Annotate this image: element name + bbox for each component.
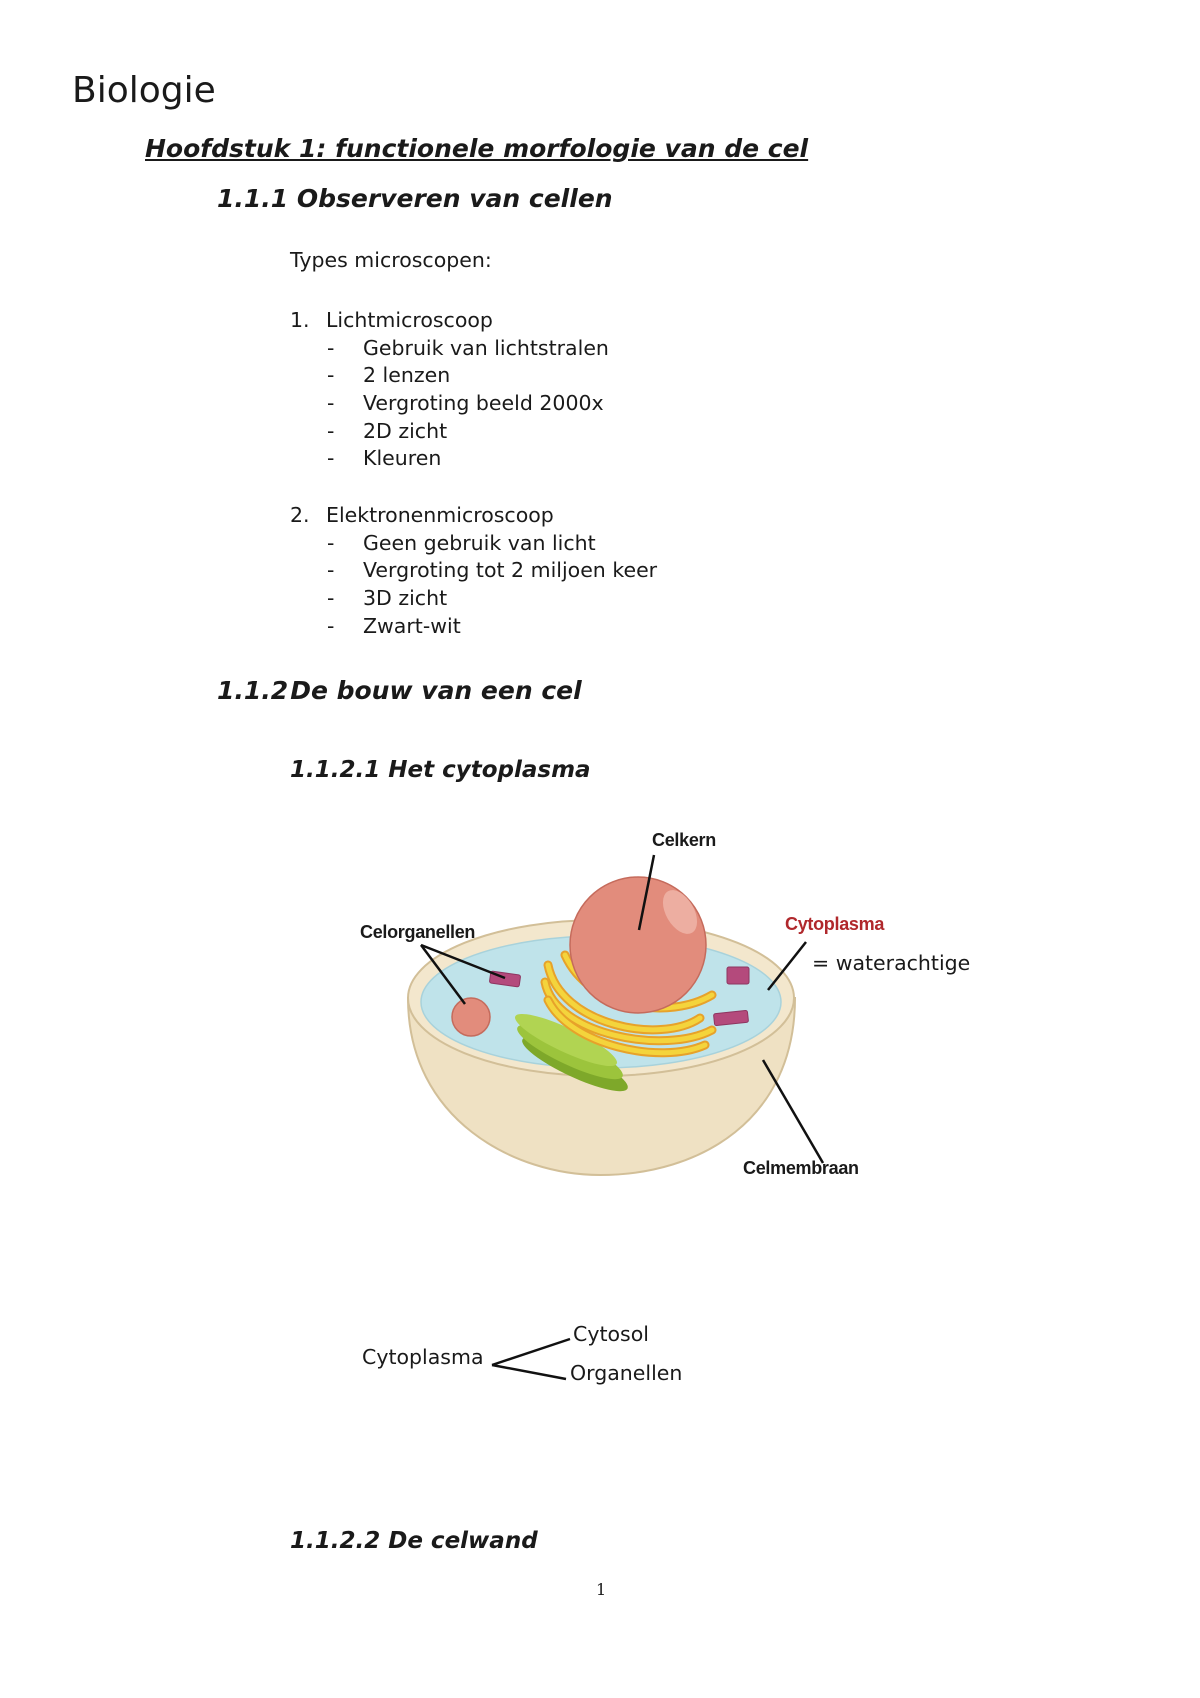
section-heading-bouw: 1.1.2De bouw van een cel	[217, 676, 582, 705]
branch-child-organellen: Organellen	[570, 1361, 683, 1385]
branch-root-cytoplasma: Cytoplasma	[362, 1345, 484, 1369]
label-celkern: Celkern	[652, 830, 716, 850]
subsection-heading-cytoplasma: 1.1.2.1 Het cytoplasma	[290, 757, 591, 783]
subsection-heading-celwand: 1.1.2.2 De celwand	[290, 1528, 538, 1554]
chloroplast-shape	[514, 1013, 628, 1092]
annotation-waterachtige: = waterachtige	[812, 951, 971, 975]
page-number: 1	[596, 1580, 607, 1599]
label-celorganellen: Celorganellen	[360, 922, 476, 942]
document-title: Biologie	[72, 70, 216, 111]
label-leader-lines	[419, 854, 825, 1381]
branch-child-cytosol: Cytosol	[573, 1322, 649, 1346]
label-celmembraan: Celmembraan	[743, 1158, 859, 1178]
microscope-types-intro: Types microscopen:	[290, 248, 492, 272]
label-cytoplasma: Cytoplasma	[785, 914, 885, 934]
chapter-heading: Hoofdstuk 1: functionele morfologie van …	[145, 134, 809, 163]
nucleus-shape	[569, 876, 707, 1014]
vesicle-shapes	[489, 966, 750, 1027]
organelle-sphere-shape	[451, 997, 491, 1037]
section-heading-observeren: 1.1.1 Observeren van cellen	[217, 184, 613, 213]
